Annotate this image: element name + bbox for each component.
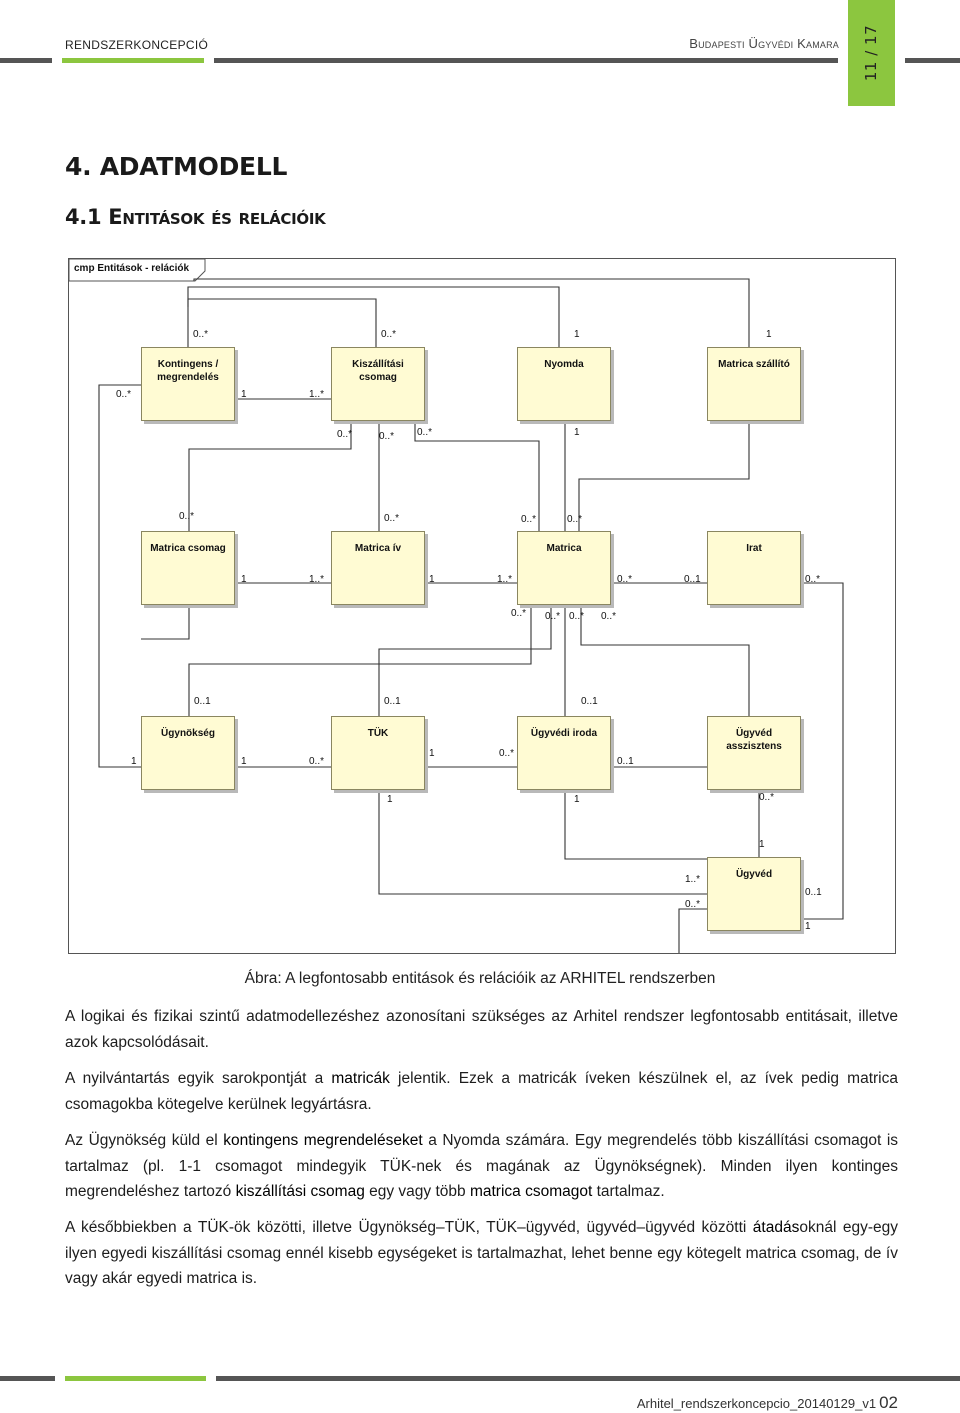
header-rule-main [214,58,838,63]
multiplicity-label: 0..* [685,899,701,910]
entity-matrica-szallito: Matrica szállító [707,347,801,421]
text-run: a Nyomda számára. Egy megrendelés több k… [65,1132,899,1200]
text-run: jelentik. Ezek a matricák íveken készüln… [65,1070,898,1113]
multiplicity-label: 1 [805,921,811,932]
footer-filename: Arhitel_rendszerkoncepcio_20140129_v1 [636,1396,877,1411]
multiplicity-label: 0..1 [805,887,822,898]
entity-kontingens: Kontingens / megrendelés [141,347,235,421]
multiplicity-label: 0..* [379,431,395,442]
multiplicity-label: 1..* [309,389,325,400]
multiplicity-label: 1 [759,839,765,850]
multiplicity-label: 0..* [567,514,583,525]
footer-rule-left [0,1376,55,1381]
text-run: egy vagy több [364,1183,470,1200]
entity-nyomda: Nyomda [517,347,611,421]
text-run: A későbbiekben a TÜK-ök közötti, illetve… [65,1219,753,1236]
multiplicity-label: 0..* [309,756,325,767]
multiplicity-label: 1 [574,329,580,340]
highlight-atadas: átadás [752,1219,800,1236]
multiplicity-label: 1 [429,748,435,759]
multiplicity-label: 0..* [499,748,515,759]
page-number: 11 / 17 [862,24,881,82]
multiplicity-label: 0..* [179,511,195,522]
multiplicity-label: 0..* [384,513,400,524]
highlight-matricak: matricák [331,1070,390,1087]
diagram-frame-svg [69,259,844,953]
multiplicity-label: 1..* [309,574,325,585]
multiplicity-label: 1 [766,329,772,340]
entity-ugyvedi-iroda: Ügyvédi iroda [517,716,611,790]
footer-number: 02 [879,1393,898,1412]
diagram-frame-label: cmp Entitások - relációk [74,263,190,274]
heading-2: 4.1 Entitások és relációik [65,205,326,229]
paragraph-2: A nyilvántartás egyik sarokpontját a mat… [65,1066,898,1117]
entity-ugyved: Ügyvéd [707,857,801,931]
multiplicity-label: 0..1 [617,756,634,767]
highlight-kontingens: kontingens megrendeléseket [223,1132,423,1149]
multiplicity-label: 1 [241,756,247,767]
entity-kiszallitasi-csomag: Kiszállítási csomag [331,347,425,421]
relation-lines [98,278,844,953]
paragraph-4: A későbbiekben a TÜK-ök közötti, illetve… [65,1215,898,1292]
multiplicity-label: 0..* [545,611,561,622]
multiplicity-label: 1 [574,427,580,438]
multiplicity-label: 0..* [601,611,617,622]
text-run: oknál egy-egy ilyen egyedi kiszállítási … [65,1219,898,1287]
entity-tuk: TÜK [331,716,425,790]
uml-diagram: cmp Entitások - relációk Kontingens / me… [68,258,896,954]
multiplicity-label: 0..* [511,608,527,619]
frame-label-tab [69,259,206,282]
text-run: A nyilvántartás egyik sarokpontját a [65,1070,332,1087]
multiplicity-label: 0..* [617,574,633,585]
multiplicity-label: 0..* [569,611,585,622]
header-rule-left [0,58,52,63]
multiplicity-label: 0..* [381,329,397,340]
multiplicity-label: 0..* [337,429,353,440]
heading-1: 4. ADATMODELL [65,152,288,181]
paragraph-3: Az Ügynökség küld el kontingens megrende… [65,1128,898,1205]
entity-matrica-iv: Matrica ív [331,531,425,605]
footer-rule-main [216,1376,960,1381]
footer-rule-green [65,1376,206,1381]
header-rule-green [62,58,204,63]
multiplicity-label: 0..1 [194,696,211,707]
multiplicity-label: 1 [387,794,393,805]
multiplicity-label: 0..1 [684,574,701,585]
multiplicity-label: 0..* [521,514,537,525]
header-rule-right [905,58,960,63]
multiplicity-label: 0..* [759,792,775,803]
entity-ugyved-asszisztens: Ügyvéd asszisztens [707,716,801,790]
multiplicity-label: 1 [131,756,137,767]
paragraph-1: A logikai és fizikai szintű adatmodellez… [65,1008,898,1051]
multiplicity-label: 0..1 [581,696,598,707]
multiplicity-label: 1..* [497,574,513,585]
multiplicity-label: 0..* [417,427,433,438]
multiplicity-label: 1 [429,574,435,585]
entity-matrica-csomag: Matrica csomag [141,531,235,605]
multiplicity-label: 1 [241,389,247,400]
multiplicity-label: 1 [241,574,247,585]
page-number-tab: 11 / 17 [848,0,895,106]
multiplicity-label: 0..1 [384,696,401,707]
entity-irat: Irat [707,531,801,605]
figure-caption: Ábra: A legfontosabb entitások és reláci… [244,970,716,987]
highlight-kiszallitasi-csomag: kiszállítási csomag [235,1183,365,1200]
text-run: tartalmaz. [592,1183,665,1200]
entity-matrica: Matrica [517,531,611,605]
multiplicity-label: 1..* [685,874,701,885]
entity-ugynokseg: Ügynökség [141,716,235,790]
header-left: RENDSZERKONCEPCIÓ [65,38,209,52]
highlight-matrica-csomagot: matrica csomagot [469,1183,593,1200]
multiplicity-label: 0..* [116,389,132,400]
multiplicity-label: 1 [574,794,580,805]
header-right: Budapesti Ügyvédi Kamara [689,36,839,51]
text-run: Az Ügynökség küld el [65,1132,224,1149]
multiplicity-label: 0..* [805,574,821,585]
multiplicity-label: 0..* [193,329,209,340]
